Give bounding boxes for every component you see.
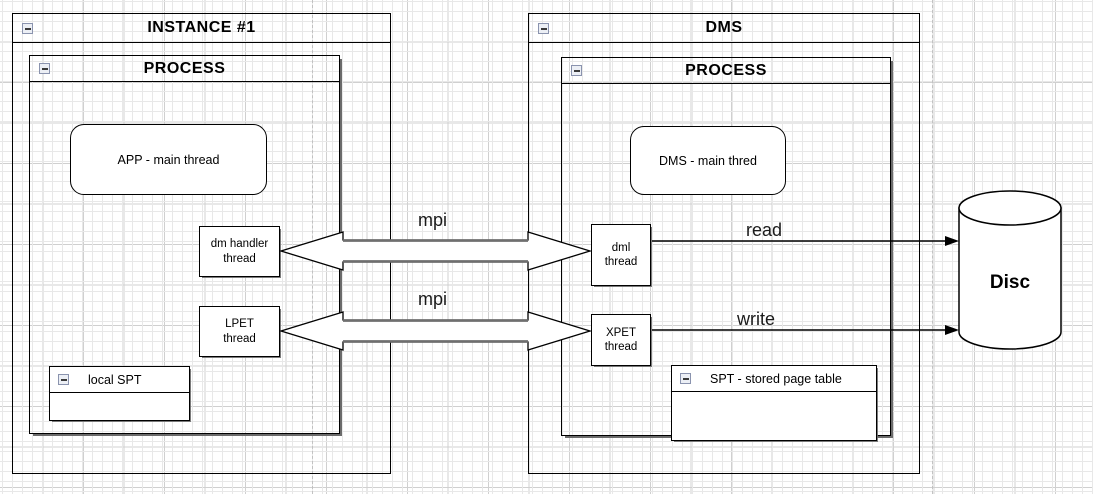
local-spt-title: local SPT: [88, 372, 142, 387]
collapse-icon[interactable]: [58, 374, 69, 385]
collapse-icon[interactable]: [538, 23, 549, 34]
instance-process-title-bar: PROCESS: [30, 56, 339, 82]
spt-title: SPT - stored page table: [710, 371, 842, 386]
collapse-icon[interactable]: [22, 23, 33, 34]
spt-header: SPT - stored page table: [672, 366, 876, 392]
dms-title: DMS: [705, 19, 743, 36]
instance-title: INSTANCE #1: [147, 19, 256, 36]
local-spt-table[interactable]: local SPT: [49, 366, 190, 421]
dml-thread-line2: thread: [604, 256, 638, 268]
xpet-thread-box[interactable]: XPET thread: [591, 314, 651, 366]
spt-body: [672, 392, 876, 440]
collapse-icon[interactable]: [680, 373, 691, 384]
dms-main-thread-label: DMS - main thred: [659, 153, 757, 168]
dms-title-bar: DMS: [529, 14, 919, 43]
page-break-guide-2: [932, 0, 933, 494]
local-spt-header: local SPT: [50, 367, 189, 393]
app-main-thread-label: APP - main thread: [117, 152, 220, 167]
lpet-thread-line2: thread: [223, 332, 256, 345]
dm-handler-thread-line1: dm handler: [210, 238, 269, 251]
mpi-upper-label: mpi: [418, 210, 448, 230]
app-main-thread-box[interactable]: APP - main thread: [70, 124, 267, 195]
instance-title-bar: INSTANCE #1: [13, 14, 390, 43]
collapse-icon[interactable]: [39, 63, 50, 74]
spt-stored-page-table[interactable]: SPT - stored page table: [671, 365, 877, 441]
xpet-thread-line1: XPET: [605, 326, 637, 339]
disc-label-wrap: Disc: [959, 272, 1061, 296]
dms-process-title-bar: PROCESS: [562, 58, 890, 84]
write-label: write: [737, 309, 776, 329]
disc-cylinder[interactable]: [958, 190, 1062, 350]
mpi-lower-label: mpi: [418, 289, 448, 309]
disc-label: Disc: [989, 272, 1031, 293]
lpet-thread-line1: LPET: [225, 318, 254, 331]
read-label: read: [746, 220, 783, 240]
dml-thread-box[interactable]: dml thread: [591, 224, 651, 286]
dms-main-thread-box[interactable]: DMS - main thred: [630, 126, 786, 195]
collapse-icon[interactable]: [571, 65, 582, 76]
instance-process-title: PROCESS: [143, 59, 226, 77]
dms-process-title: PROCESS: [685, 61, 767, 79]
xpet-thread-line2: thread: [604, 341, 638, 353]
dml-thread-line1: dml: [611, 241, 631, 254]
dm-handler-thread-box[interactable]: dm handler thread: [199, 226, 280, 277]
local-spt-body: [50, 393, 189, 420]
dm-handler-thread-line2: thread: [223, 252, 256, 265]
lpet-thread-box[interactable]: LPET thread: [199, 306, 280, 357]
